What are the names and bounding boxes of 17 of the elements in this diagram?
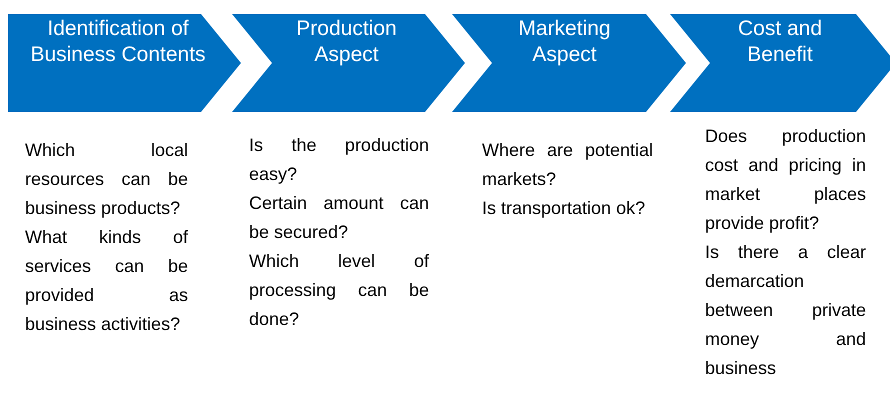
question-text: What kinds of services can be provided as business activities?: [25, 226, 188, 336]
question-text: Is there a clear demarcation between private money and business: [705, 241, 866, 380]
step-title: Cost and Benefit: [736, 16, 824, 68]
process-step: [670, 14, 890, 112]
process-step: [452, 14, 686, 112]
question-text: Does production cost and pricing in market places provide profit?: [705, 125, 866, 235]
step-title: Identification of Business Contents: [29, 16, 207, 68]
step-title: Production Aspect: [295, 16, 398, 68]
process-step: [232, 14, 465, 112]
question-text: Which local resources can be business products?: [25, 139, 188, 220]
question-text: Which level of processing can be done?: [249, 250, 429, 331]
question-text: Certain amount can be secured?: [249, 192, 429, 244]
question-text: Where are potential markets?: [482, 139, 653, 191]
question-text: Is transportation ok?: [482, 197, 646, 220]
process-step: [8, 14, 241, 112]
question-text: Is the production easy?: [249, 134, 429, 186]
step-title: Marketing Aspect: [517, 16, 612, 68]
